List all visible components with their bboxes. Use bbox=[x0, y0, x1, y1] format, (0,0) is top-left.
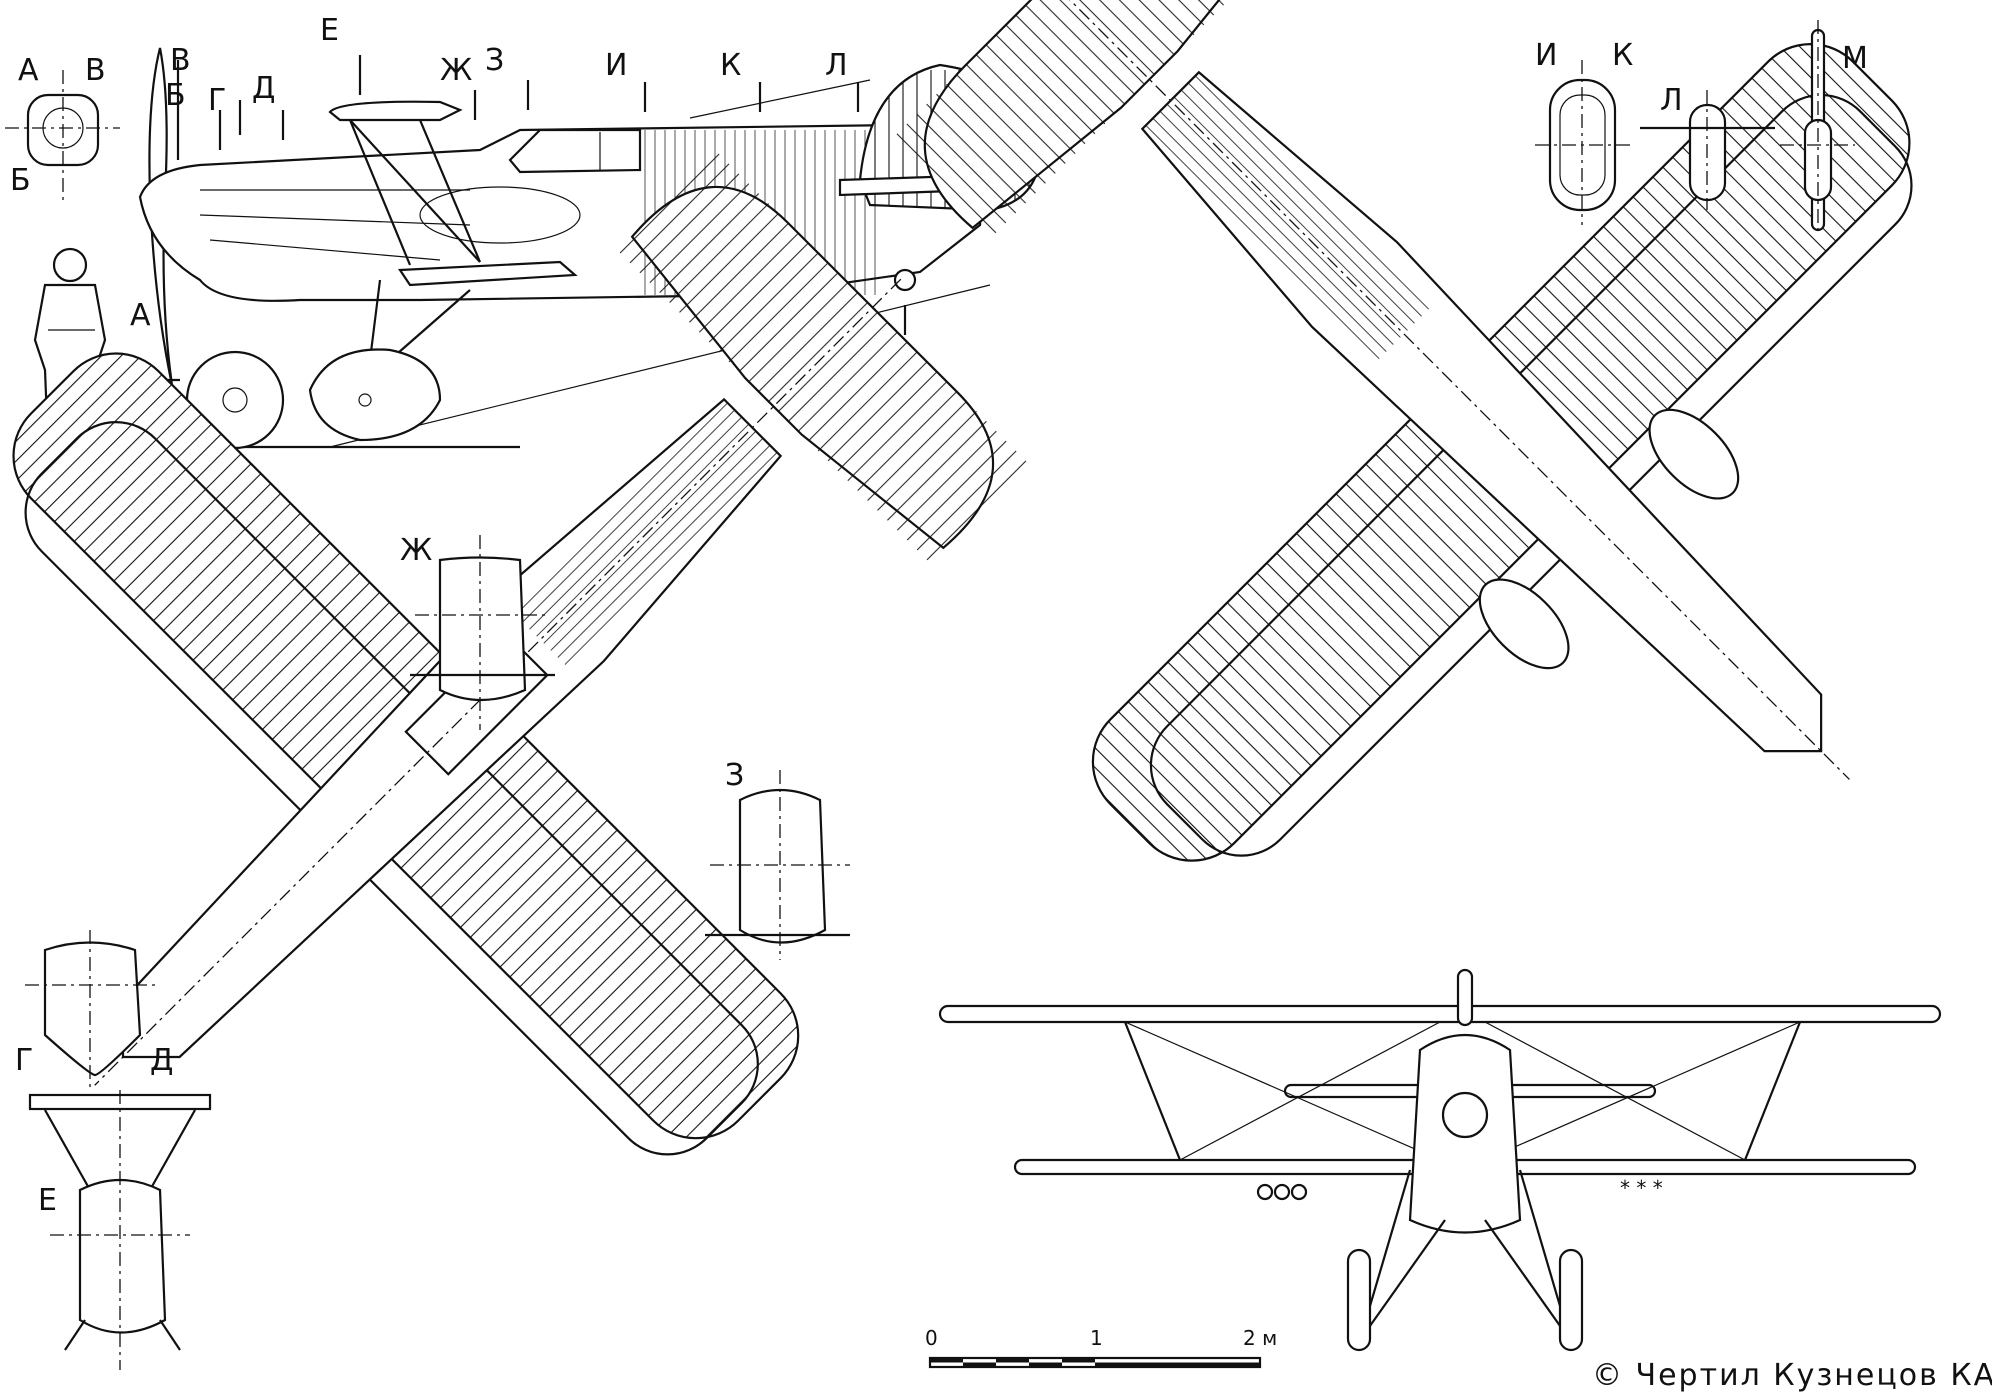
label-G-section: Г bbox=[15, 1043, 33, 1078]
scale-tick-2: 2 м bbox=[1243, 1326, 1277, 1350]
label-D-section: Д bbox=[150, 1043, 173, 1078]
label-V-side: В bbox=[170, 43, 191, 78]
front-wheel-right bbox=[1558, 1248, 1584, 1352]
front-upper-wing bbox=[938, 1004, 1942, 1024]
label-D-side: Д bbox=[252, 71, 275, 106]
side-wheel-spat bbox=[308, 348, 442, 442]
label-A-top: А bbox=[18, 53, 39, 88]
author-credit: © Чертил Кузнецов КА bbox=[1592, 1358, 1992, 1393]
label-B-side: Б bbox=[165, 78, 186, 113]
scale-bar: 0 1 2 м bbox=[925, 1326, 1277, 1369]
label-Zh-side: Ж bbox=[440, 53, 472, 88]
label-V-top: В bbox=[85, 53, 106, 88]
front-wheel-left bbox=[1346, 1248, 1372, 1352]
section-z: З bbox=[705, 758, 850, 960]
label-B-top: Б bbox=[10, 163, 31, 198]
section-ikl-m: И К Л М bbox=[1535, 20, 1868, 235]
side-cockpit bbox=[508, 128, 642, 174]
label-A-side: А bbox=[130, 298, 151, 333]
label-I-section: И bbox=[1535, 38, 1557, 73]
bottom-view bbox=[887, 0, 1913, 862]
section-abv-detail bbox=[5, 70, 120, 200]
label-L-side: Л bbox=[825, 48, 848, 83]
label-E-side: Е bbox=[320, 13, 339, 48]
label-I-side: И bbox=[605, 48, 627, 83]
top-view bbox=[12, 151, 1029, 1156]
label-K-section: К bbox=[1612, 38, 1633, 73]
label-Zh-section: Ж bbox=[400, 533, 432, 568]
label-E-section: Е bbox=[38, 1183, 57, 1218]
front-view: * * * bbox=[938, 968, 1942, 1352]
side-lower-wing bbox=[398, 260, 578, 287]
scale-tick-1: 1 bbox=[1090, 1326, 1103, 1350]
label-L-section: Л bbox=[1660, 83, 1683, 118]
front-prop-hub bbox=[1441, 1091, 1489, 1139]
label-Z-section: З bbox=[725, 758, 744, 793]
section-zh: Ж bbox=[400, 533, 555, 730]
label-M-section: М bbox=[1842, 41, 1868, 76]
side-upper-wing bbox=[328, 100, 463, 122]
scale-tick-0: 0 bbox=[925, 1326, 938, 1350]
svg-text:* * *: * * * bbox=[1620, 1176, 1663, 1200]
label-Z-side: З bbox=[485, 43, 504, 78]
section-e: Е bbox=[28, 1090, 212, 1370]
label-G-side: Г bbox=[208, 83, 226, 118]
label-K-side: К bbox=[720, 48, 741, 83]
section-gd: Г Д bbox=[15, 930, 173, 1090]
